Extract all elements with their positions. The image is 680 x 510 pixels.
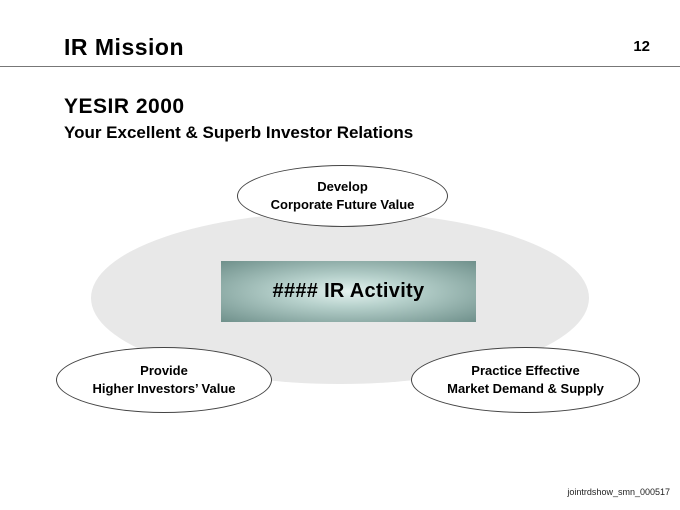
title-divider [0, 66, 680, 67]
oval-develop: Develop Corporate Future Value [237, 165, 448, 227]
oval-practice-line2: Market Demand & Supply [447, 381, 604, 396]
oval-provide-line2: Higher Investors’ Value [92, 381, 236, 396]
headline-subtitle: Your Excellent & Superb Investor Relatio… [64, 123, 414, 142]
oval-provide: Provide Higher Investors’ Value [56, 347, 272, 413]
ir-activity-label: #### IR Activity [272, 280, 425, 302]
page-number: 12 [633, 38, 650, 55]
oval-practice: Practice Effective Market Demand & Suppl… [411, 347, 640, 413]
oval-provide-line1: Provide [140, 363, 188, 378]
oval-develop-line1: Develop [317, 179, 368, 194]
oval-develop-line2: Corporate Future Value [270, 197, 415, 212]
document-id: jointrdshow_smn_000517 [567, 487, 670, 497]
oval-practice-line1: Practice Effective [471, 363, 580, 378]
ir-activity-box: #### IR Activity [221, 261, 476, 322]
headline-title: YESIR 2000 [64, 95, 185, 118]
slide-title: IR Mission [64, 34, 185, 60]
